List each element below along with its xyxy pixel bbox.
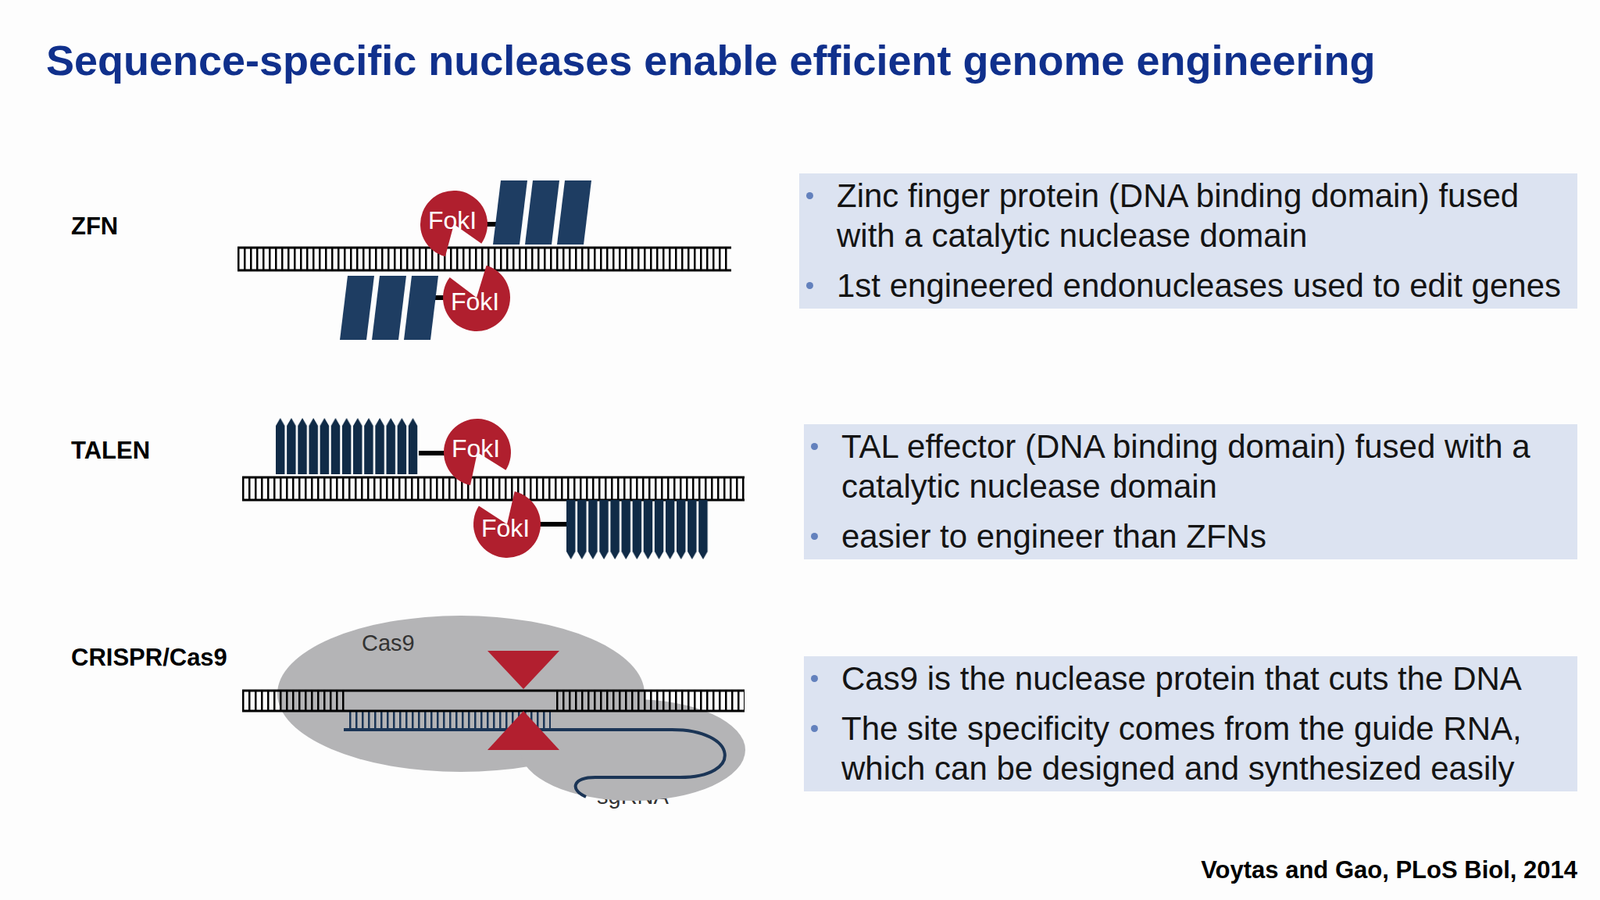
text-box: TAL effector (DNA binding domain) fused … xyxy=(803,424,1578,560)
zinc-finger xyxy=(371,275,407,340)
zinc-finger xyxy=(525,180,560,245)
slide-title: Sequence-specific nucleases enable effic… xyxy=(46,35,1376,85)
zinc-finger xyxy=(339,275,375,340)
bullet-text: Zinc finger protein (DNA binding domain)… xyxy=(836,175,1570,256)
cas9-label: Cas9 xyxy=(361,629,415,657)
foki-pacman xyxy=(442,265,511,332)
citation: Voytas and Gao, PLoS Biol, 2014 xyxy=(1200,855,1578,886)
bullet-text: TAL effector (DNA binding domain) fused … xyxy=(841,426,1570,507)
bullet-text: easier to engineer than ZFNs xyxy=(841,516,1570,557)
foki-domain: FokI xyxy=(443,418,511,486)
zinc-fingers xyxy=(339,180,592,340)
foki-pacman xyxy=(420,190,488,258)
foki-label: FokI xyxy=(451,434,500,463)
dna-rungs xyxy=(242,477,745,500)
tal-repeats xyxy=(275,417,420,475)
row-label: CRISPR/Cas9 xyxy=(71,643,228,672)
text-box: Zinc finger protein (DNA binding domain)… xyxy=(799,173,1578,309)
dna-strand xyxy=(242,476,745,479)
dna-ladder xyxy=(237,247,732,271)
foki-label: FokI xyxy=(481,514,530,543)
zinc-finger xyxy=(403,275,439,340)
dna-strand xyxy=(242,499,745,502)
foki-label: FokI xyxy=(428,206,477,235)
text-box: Cas9 is the nuclease protein that cuts t… xyxy=(803,656,1578,792)
bullet-text: Cas9 is the nuclease protein that cuts t… xyxy=(841,658,1570,699)
dna-ladder xyxy=(242,477,745,500)
foki-label: FokI xyxy=(450,287,500,316)
cas9-protein: Cas9 xyxy=(277,615,747,801)
cas9-shape xyxy=(277,615,747,801)
dna-strand xyxy=(237,246,732,250)
zinc-finger xyxy=(492,180,528,245)
cas9-lobe xyxy=(520,699,746,801)
dna-rungs xyxy=(237,247,732,271)
foki-domain: FokI xyxy=(420,190,488,258)
foki-domain: FokI xyxy=(442,264,511,332)
bullet-text: 1st engineered endonucleases used to edi… xyxy=(836,265,1570,306)
dna-strand xyxy=(237,269,732,272)
tal-repeats xyxy=(566,500,710,560)
row-label: ZFN xyxy=(71,212,118,241)
foki-pacman xyxy=(443,418,511,486)
foki-domain: FokI xyxy=(473,490,541,558)
foki-pacman xyxy=(473,491,541,558)
row-label: TALEN xyxy=(71,436,150,465)
zinc-finger xyxy=(557,180,592,245)
bullet-text: The site specificity comes from the guid… xyxy=(841,708,1570,789)
